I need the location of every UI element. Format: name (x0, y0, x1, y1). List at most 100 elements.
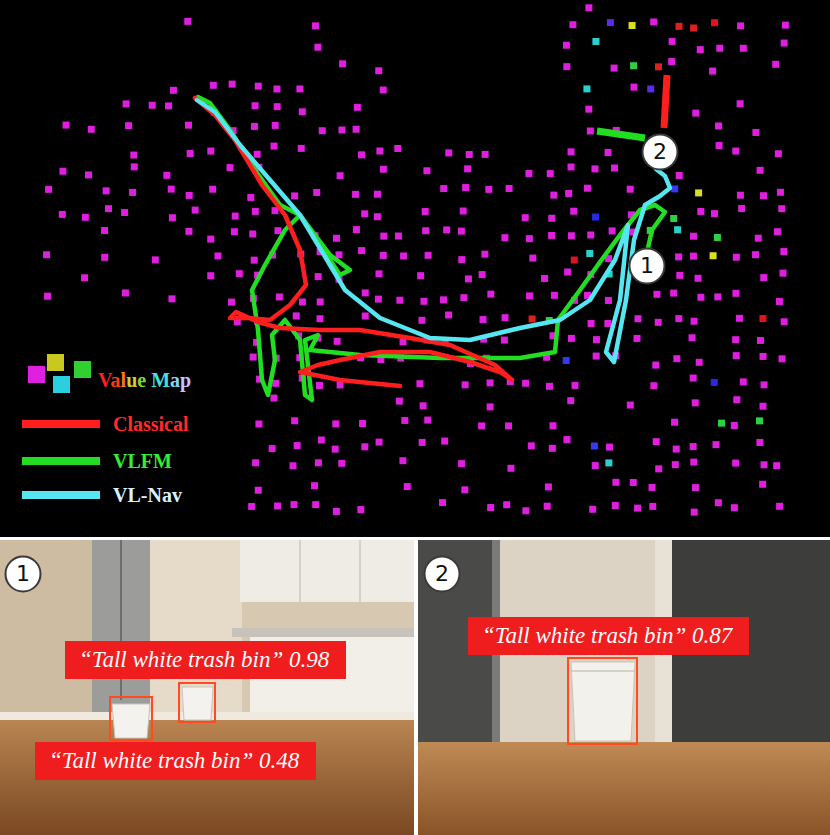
legend-swatch (22, 457, 100, 465)
value-point (481, 251, 488, 258)
value-point (274, 502, 281, 509)
value-point (526, 235, 533, 242)
value-point (650, 382, 657, 389)
value-point (184, 18, 191, 25)
value-point (529, 315, 536, 322)
value-point (630, 84, 637, 91)
value-point (502, 314, 509, 321)
value-point (315, 273, 322, 280)
value-point (465, 275, 472, 282)
value-point (634, 335, 641, 342)
value-map-icon (28, 354, 91, 393)
value-point (567, 397, 574, 404)
trash-bin (182, 687, 213, 720)
value-point (272, 380, 279, 387)
value-point (772, 61, 779, 68)
value-point (103, 187, 110, 194)
value-point (501, 337, 508, 344)
value-point (291, 501, 298, 508)
value-point (480, 316, 487, 323)
value-point (697, 208, 704, 215)
value-point (773, 462, 780, 469)
value-point (85, 171, 92, 178)
value-point (675, 253, 682, 260)
value-point (396, 297, 403, 304)
value-point (270, 395, 277, 402)
value-point (44, 293, 51, 300)
value-point (673, 355, 680, 362)
value-point (229, 81, 236, 88)
value-point (460, 207, 467, 214)
value-point (319, 127, 326, 134)
value-point (522, 507, 529, 514)
floor (418, 742, 830, 835)
value-map-points (43, 4, 789, 515)
value-point (670, 290, 677, 297)
value-point (298, 145, 305, 152)
value-point (123, 100, 130, 107)
value-point (207, 272, 214, 279)
value-point (696, 359, 703, 366)
value-point (401, 417, 408, 424)
value-point (568, 163, 575, 170)
value-point (584, 185, 591, 192)
value-point (779, 355, 786, 362)
value-point (380, 233, 387, 240)
fridge (92, 540, 150, 718)
value-point (731, 504, 738, 511)
value-point (563, 436, 570, 443)
callout-ring (6, 557, 41, 592)
callout-number: 2 (653, 141, 667, 163)
value-point (122, 289, 129, 296)
value-point (652, 362, 659, 369)
value-point (394, 145, 401, 152)
value-point (299, 108, 306, 115)
value-point (690, 253, 697, 260)
value-point (380, 252, 387, 259)
value-point (375, 67, 382, 74)
value-point (740, 45, 747, 52)
legend-swatches (22, 420, 100, 499)
value-point (130, 152, 137, 159)
value-point (759, 315, 766, 322)
value-point (571, 257, 578, 264)
countertop (232, 628, 414, 637)
value-point (752, 129, 759, 136)
value-point (711, 379, 718, 386)
value-point (501, 234, 508, 241)
value-point (757, 337, 764, 344)
value-point (612, 479, 619, 486)
value-point (339, 60, 346, 67)
value-point (563, 42, 570, 49)
value-point (588, 320, 595, 327)
value-point (611, 165, 618, 172)
value-point (690, 375, 697, 382)
value-point (655, 465, 662, 472)
callout-circle: 1 (628, 247, 666, 285)
value-point (634, 505, 641, 512)
value-point (591, 443, 598, 450)
value-point (529, 255, 536, 262)
value-point (209, 186, 216, 193)
callout-number: 1 (640, 255, 654, 277)
value-point (125, 122, 132, 129)
value-point (227, 164, 234, 171)
trajectory-line (195, 98, 512, 386)
value-point (526, 292, 533, 299)
value-point (589, 506, 596, 513)
upper-cabinet (240, 540, 414, 602)
value-point (425, 252, 432, 259)
value-point (81, 274, 88, 281)
callout-ring (425, 557, 460, 592)
value-point (291, 417, 298, 424)
value-point (585, 4, 592, 11)
value-point (676, 272, 683, 279)
value-point (88, 126, 95, 133)
value-point (294, 442, 301, 449)
cabinet-seam (359, 540, 361, 602)
value-point (541, 275, 548, 282)
value-point (755, 235, 762, 242)
icon-square (47, 354, 64, 371)
value-point (671, 185, 678, 192)
value-point (252, 208, 259, 215)
